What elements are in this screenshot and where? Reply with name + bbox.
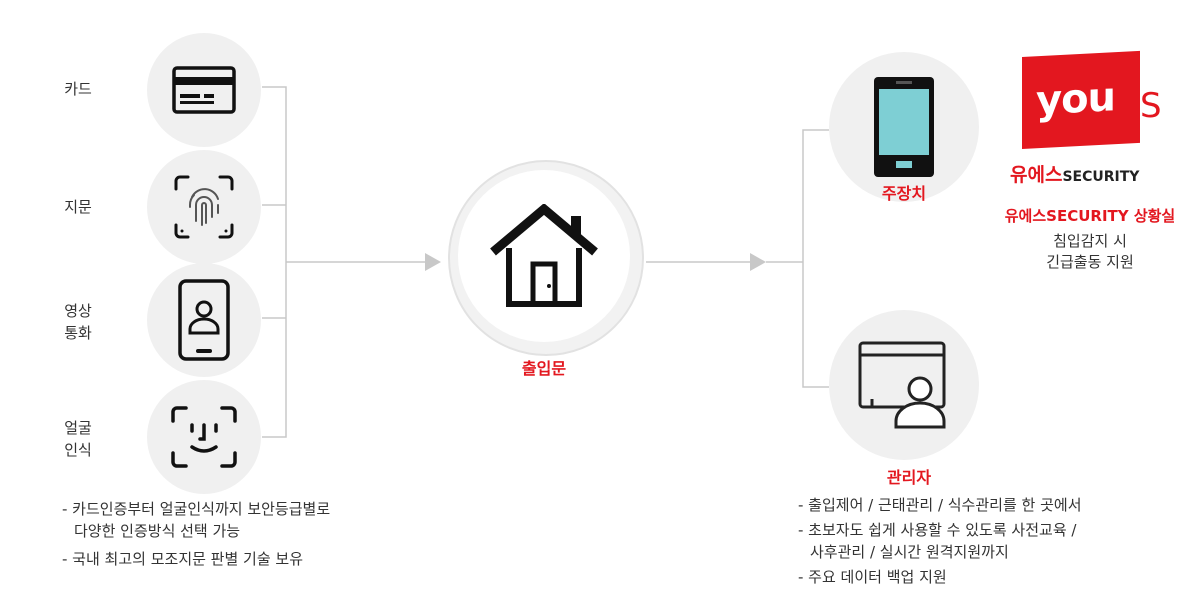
control-room-title: 유에스SECURITY 상황실 xyxy=(1004,207,1176,225)
left-notes: - 카드인증부터 얼굴인식까지 보안등급별로 다양한 인증방식 선택 가능 - … xyxy=(62,498,330,570)
admin-circle xyxy=(829,310,979,460)
brand-logo: you xyxy=(1022,50,1140,149)
admin-monitor-icon xyxy=(858,341,946,429)
door-label: 출입문 xyxy=(521,359,567,378)
brand-logo-text: you xyxy=(1036,74,1116,125)
video-call-circle xyxy=(147,263,261,377)
note-line: - 주요 데이터 백업 지원 xyxy=(798,568,947,586)
credit-card-icon xyxy=(172,66,236,114)
fingerprint-circle xyxy=(147,150,261,264)
controller-label: 주장치 xyxy=(881,184,927,203)
brand-logo-s: S xyxy=(1140,86,1162,126)
note-line: 다양한 인증방식 선택 가능 xyxy=(74,522,241,540)
note-line: - 출입제어 / 근태관리 / 식수관리를 한 곳에서 xyxy=(798,496,1082,514)
video-call-phone-icon xyxy=(178,279,230,361)
arrow-right-icon xyxy=(425,253,441,271)
door-circle xyxy=(448,160,644,356)
control-room-desc: 침입감지 시 긴급출동 지원 xyxy=(1046,232,1134,271)
note-line: - 초보자도 쉽게 사용할 수 있도록 사전교육 / xyxy=(798,521,1077,539)
controller-device-icon xyxy=(874,77,934,177)
input-label-card: 카드 xyxy=(64,80,92,98)
house-door-icon xyxy=(490,204,598,307)
face-recognition-circle xyxy=(147,380,261,494)
card-circle xyxy=(147,33,261,147)
controller-circle xyxy=(829,52,979,202)
brand-logo-subtitle: 유에스SECURITY xyxy=(1010,164,1140,186)
input-label-fingerprint: 지문 xyxy=(64,198,92,216)
arrow-right-icon xyxy=(750,253,766,271)
right-notes: - 출입제어 / 근태관리 / 식수관리를 한 곳에서 - 초보자도 쉽게 사용… xyxy=(798,494,1082,588)
fingerprint-icon xyxy=(174,175,234,239)
note-line: 사후관리 / 실시간 원격지원까지 xyxy=(810,543,1009,561)
note-line: - 국내 최고의 모조지문 판별 기술 보유 xyxy=(62,550,304,568)
admin-label: 관리자 xyxy=(886,468,932,487)
face-recognition-icon xyxy=(171,406,237,468)
note-line: - 카드인증부터 얼굴인식까지 보안등급별로 xyxy=(62,500,331,518)
